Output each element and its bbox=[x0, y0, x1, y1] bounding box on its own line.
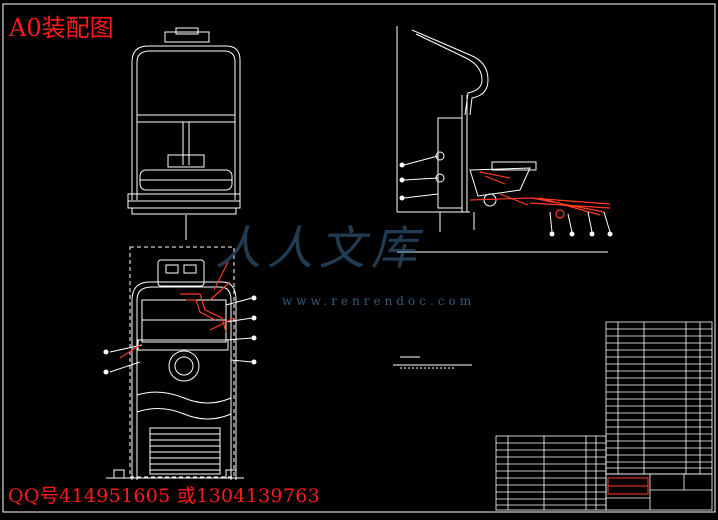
technical-notes bbox=[393, 356, 472, 369]
contact-info: QQ号414951605 或1304139763 bbox=[8, 485, 321, 507]
parts-list-table-lower bbox=[495, 435, 607, 511]
side-view-leaders bbox=[549, 211, 613, 237]
plan-view bbox=[103, 246, 257, 480]
title-block bbox=[605, 473, 713, 511]
plan-view-highlights bbox=[119, 261, 235, 359]
front-view bbox=[127, 27, 241, 240]
watermark-url: www.renrendoc.com bbox=[282, 294, 476, 308]
parts-list-table bbox=[605, 321, 713, 475]
watermark-brand: 人人文库 bbox=[215, 221, 423, 275]
drawing-title: A0装配图 bbox=[9, 14, 114, 42]
drawing-frame bbox=[2, 3, 716, 513]
side-view-highlights bbox=[469, 171, 611, 219]
title-block-highlight bbox=[607, 477, 649, 495]
side-view bbox=[396, 26, 608, 253]
